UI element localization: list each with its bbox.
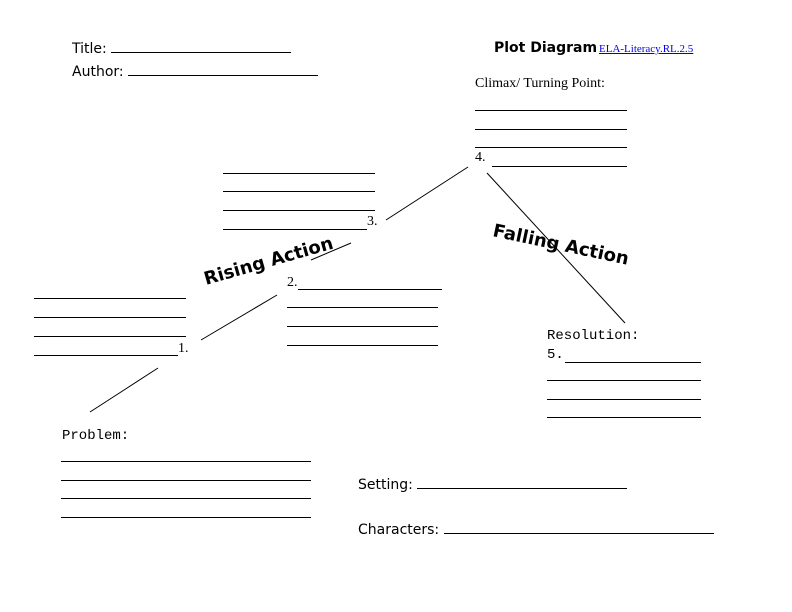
rising-two-number: 2.: [287, 275, 298, 290]
resolution-line[interactable]: [547, 380, 701, 381]
setting-label: Setting:: [358, 477, 413, 493]
rising-two-line[interactable]: [287, 326, 438, 327]
problem-line[interactable]: [61, 517, 311, 518]
rising-two-line[interactable]: [287, 345, 438, 346]
problem-line[interactable]: [61, 461, 311, 462]
climax-number: 4.: [475, 150, 486, 165]
falling-action-banner: Falling Action: [491, 220, 631, 269]
rising-one-line[interactable]: [34, 317, 186, 318]
rising-one-line[interactable]: [34, 355, 178, 356]
climax-line[interactable]: [475, 110, 627, 111]
resolution-line[interactable]: [565, 362, 701, 363]
climax-line[interactable]: [492, 166, 627, 167]
title-label: Title:: [72, 41, 107, 57]
author-field[interactable]: Author:: [72, 62, 319, 80]
rising-one-line[interactable]: [34, 298, 186, 299]
rising-action-banner: Rising Action: [202, 233, 336, 290]
rising-two-line[interactable]: [298, 289, 442, 290]
resolution-line[interactable]: [547, 417, 701, 418]
setting-field[interactable]: Setting:: [358, 475, 628, 493]
rising-two-line[interactable]: [287, 307, 438, 308]
rising-three-line[interactable]: [223, 210, 375, 211]
plot-line-segment: [200, 294, 278, 341]
rising-three-line[interactable]: [223, 229, 367, 230]
climax-line[interactable]: [475, 147, 627, 148]
characters-blank[interactable]: [443, 520, 714, 534]
problem-line[interactable]: [61, 480, 311, 481]
title-blank[interactable]: [111, 39, 292, 53]
rising-three-number: 3.: [367, 214, 378, 229]
characters-label: Characters:: [358, 522, 440, 538]
rising-one-number: 1.: [178, 341, 189, 356]
plot-line-segment: [385, 166, 469, 221]
resolution-line[interactable]: [547, 399, 701, 400]
problem-line[interactable]: [61, 498, 311, 499]
resolution-number: 5.: [547, 347, 564, 363]
resolution-label: Resolution:: [547, 328, 640, 344]
diagram-title: Plot Diagram: [494, 40, 598, 56]
title-field[interactable]: Title:: [72, 39, 292, 57]
rising-three-line[interactable]: [223, 173, 375, 174]
characters-field[interactable]: Characters:: [358, 520, 714, 538]
plot-line-segment: [310, 242, 352, 261]
rising-three-line[interactable]: [223, 191, 375, 192]
rising-one-line[interactable]: [34, 336, 186, 337]
problem-label: Problem:: [62, 428, 130, 444]
climax-line[interactable]: [475, 129, 627, 130]
climax-label: Climax/ Turning Point:: [475, 76, 605, 91]
author-label: Author:: [72, 64, 124, 80]
setting-blank[interactable]: [417, 475, 628, 489]
plot-line-segment: [486, 172, 626, 324]
plot-line-segment: [89, 367, 159, 413]
standard-link[interactable]: ELA-Literacy.RL.2.5: [599, 43, 694, 55]
author-blank[interactable]: [128, 62, 319, 76]
